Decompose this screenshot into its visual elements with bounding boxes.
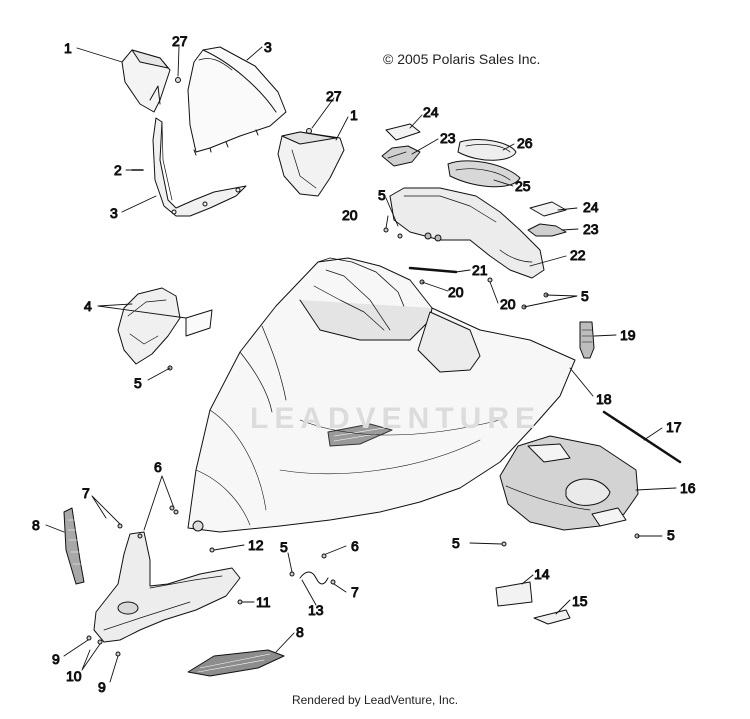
part-19-latch — [579, 321, 595, 359]
callout-11: 11 — [256, 594, 271, 610]
copyright-notice: © 2005 Polaris Sales Inc. — [383, 51, 541, 67]
callout-17: 17 — [666, 419, 682, 435]
callout-12: 12 — [248, 537, 264, 553]
callout-19: 19 — [620, 327, 636, 343]
callout-5: 5 — [134, 375, 142, 391]
part-26-gauge-lens — [457, 139, 517, 161]
callout-20: 20 — [342, 207, 358, 223]
part-4-side-pod — [117, 287, 213, 365]
part-22-instrument-pod — [389, 187, 545, 279]
callout-8: 8 — [296, 624, 304, 640]
callout-5: 5 — [452, 535, 460, 551]
callout-5: 5 — [280, 539, 288, 555]
part-21-rod — [408, 266, 458, 274]
part-1-right-mirror — [277, 131, 345, 197]
callout-3: 3 — [264, 39, 272, 55]
part-24-cover-upper — [385, 123, 421, 141]
part-8-left-vent — [63, 507, 85, 585]
part-14-decal — [495, 581, 533, 607]
callout-9: 9 — [52, 651, 60, 667]
callout-5: 5 — [378, 187, 386, 203]
callout-leaders — [45, 46, 677, 683]
callout-16: 16 — [680, 480, 696, 496]
callout-5: 5 — [667, 527, 675, 543]
part-16-storage-tray — [499, 435, 639, 531]
small-hardware-lower — [86, 505, 327, 657]
callout-20: 20 — [500, 296, 516, 312]
part-23-bracket-right — [527, 223, 567, 237]
callout-18: 18 — [596, 391, 612, 407]
part-8-lower-vent — [187, 649, 285, 677]
callout-7: 7 — [82, 485, 90, 501]
callout-14: 14 — [534, 566, 550, 582]
callout-6: 6 — [154, 459, 162, 475]
hardware-screws-top — [131, 77, 312, 171]
callout-21: 21 — [472, 262, 488, 278]
watermark: LEADVENTURE — [250, 402, 542, 435]
callout-9: 9 — [98, 679, 106, 695]
callout-8: 8 — [32, 517, 40, 533]
callout-24: 24 — [583, 199, 599, 215]
callout-4: 4 — [84, 298, 92, 314]
part-1-left-mirror — [121, 49, 171, 113]
callout-26: 26 — [517, 135, 533, 151]
part-11-front-bumper — [93, 531, 241, 643]
callout-25: 25 — [515, 178, 531, 194]
part-24-cover-right — [529, 201, 567, 217]
callout-24: 24 — [423, 104, 439, 120]
part-23-bracket-upper — [381, 145, 421, 167]
part-13-latch-spring — [289, 571, 336, 585]
callout-22: 22 — [570, 247, 586, 263]
callout-2: 2 — [114, 162, 122, 178]
part-15-decal — [533, 609, 571, 625]
callout-labels: 1 27 3 27 1 2 3 24 23 26 25 5 20 24 23 2… — [32, 33, 697, 696]
part-18-hood — [187, 257, 576, 533]
part-3-trim — [152, 117, 247, 217]
callout-23: 23 — [440, 130, 456, 146]
part-5-screw — [501, 541, 507, 547]
callout-1: 1 — [64, 40, 72, 56]
callout-7: 7 — [351, 584, 359, 600]
callout-6: 6 — [351, 538, 359, 554]
footer-credit: Rendered by LeadVenture, Inc. — [291, 693, 459, 707]
callout-3: 3 — [110, 205, 118, 221]
part-25-gauge — [447, 160, 521, 188]
callout-5: 5 — [581, 288, 589, 304]
callout-23: 23 — [583, 221, 599, 237]
callout-10: 10 — [66, 668, 82, 684]
part-17-rod — [602, 410, 682, 464]
callout-1: 1 — [350, 107, 358, 123]
callout-27: 27 — [326, 88, 342, 104]
callout-15: 15 — [572, 593, 588, 609]
callout-27: 27 — [172, 33, 188, 49]
callout-13: 13 — [308, 602, 324, 618]
part-3-windshield — [187, 46, 287, 156]
callout-20: 20 — [448, 284, 464, 300]
